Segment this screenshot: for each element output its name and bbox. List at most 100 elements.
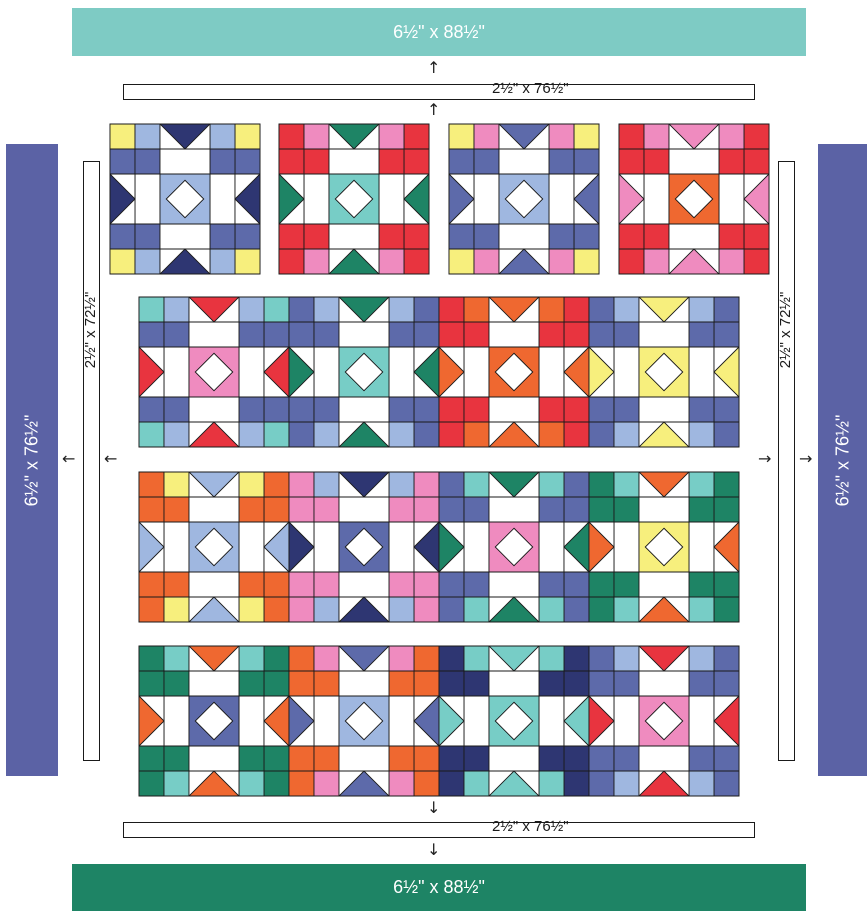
quilt-patch [110,149,135,174]
quilt-patch [564,671,589,696]
quilt-patch [439,646,464,671]
quilt-patch [589,646,614,671]
quilt-patch [564,597,589,622]
quilt-patch [489,397,539,422]
quilt-block [589,472,739,622]
quilt-patch [449,224,474,249]
quilt-patch [489,322,539,347]
quilt-patch [689,297,714,322]
quilt-patch [614,771,639,796]
quilt-patch [314,472,339,497]
quilt-patch [339,671,389,696]
quilt-patch [264,597,289,622]
quilt-patch [404,124,429,149]
quilt-patch [239,522,264,572]
quilt-patch [239,347,264,397]
quilt-patch [239,696,264,746]
quilt-patch [614,347,639,397]
quilt-patch [164,297,189,322]
quilt-patch [339,572,389,597]
quilt-patch [110,249,135,274]
quilt-patch [389,297,414,322]
quilt-patch [135,249,160,274]
quilt-patch [564,497,589,522]
quilt-patch [464,696,489,746]
quilt-patch [210,249,235,274]
quilt-patch [379,224,404,249]
quilt-patch [449,149,474,174]
quilt-block [289,646,439,796]
quilt-patch [614,522,639,572]
quilt-patch [614,746,639,771]
quilt-patch [644,124,669,149]
quilt-patch [314,646,339,671]
quilt-patch [314,771,339,796]
quilt-patch [714,497,739,522]
quilt-block [439,472,589,622]
quilt-patch [164,572,189,597]
quilt-patch [464,347,489,397]
quilt-patch [639,671,689,696]
quilt-patch [744,124,769,149]
quilt-block [589,646,739,796]
quilt-patch [539,646,564,671]
quilt-patch [389,771,414,796]
quilt-patch [210,124,235,149]
quilt-patch [689,771,714,796]
quilt-patch [289,597,314,622]
quilt-patch [719,174,744,224]
quilt-patch [614,422,639,447]
quilt-patch [139,572,164,597]
quilt-patch [589,472,614,497]
quilt-patch [464,397,489,422]
quilt-patch [614,671,639,696]
quilt-patch [639,746,689,771]
quilt-patch [264,497,289,522]
quilt-patch [139,771,164,796]
quilt-patch [314,522,339,572]
quilt-patch [464,746,489,771]
quilt-patch [139,646,164,671]
quilt-patch [619,224,644,249]
quilt-patch [414,297,439,322]
quilt-patch [714,322,739,347]
quilt-patch [489,497,539,522]
quilt-block [589,297,739,447]
quilt-patch [139,422,164,447]
quilt-patch [239,771,264,796]
quilt-patch [564,472,589,497]
quilt-patch [644,174,669,224]
quilt-patch [414,597,439,622]
quilt-patch [389,696,414,746]
quilt-patch [564,746,589,771]
quilt-block [139,297,289,447]
quilt-patch [239,597,264,622]
quilt-patch [264,297,289,322]
quilt-patch [389,646,414,671]
quilt-patch [139,746,164,771]
quilt-patch [614,497,639,522]
quilt-patch [389,522,414,572]
quilt-patch [614,696,639,746]
quilt-block [139,472,289,622]
quilt-patch [714,472,739,497]
quilt-patch [304,174,329,224]
quilt-patch [314,322,339,347]
quilt-patch [644,224,669,249]
quilt-patch [744,249,769,274]
quilt-patch [439,671,464,696]
quilt-patch [139,597,164,622]
quilt-patch [160,224,210,249]
quilt-patch [539,322,564,347]
quilt-patch [289,422,314,447]
quilt-patch [164,771,189,796]
quilt-patch [614,472,639,497]
quilt-patch [414,397,439,422]
quilt-patch [549,249,574,274]
quilt-patch [589,746,614,771]
quilt-patch [539,696,564,746]
quilt-patch [314,671,339,696]
quilt-patch [414,646,439,671]
quilt-patch [279,224,304,249]
quilt-patch [189,322,239,347]
